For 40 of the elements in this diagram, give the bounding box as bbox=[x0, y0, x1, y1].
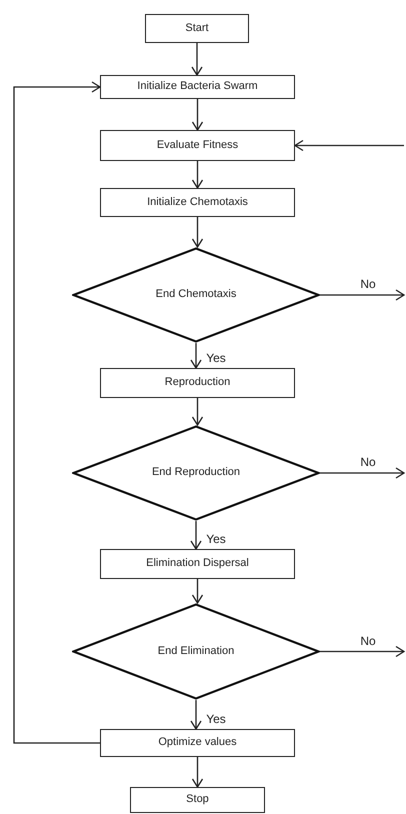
process-box bbox=[145, 14, 249, 43]
step-text: End Chemotaxis bbox=[156, 288, 236, 302]
step-text: Optimize values bbox=[158, 736, 237, 750]
arrow bbox=[190, 343, 202, 369]
step-text: Evaluate Fitness bbox=[156, 138, 238, 152]
arrow bbox=[190, 521, 202, 550]
arrow bbox=[192, 579, 204, 604]
edge-label: No bbox=[359, 634, 377, 646]
arrow bbox=[190, 700, 202, 730]
edge-label: Yes bbox=[205, 352, 227, 364]
step-text: Elimination Dispersal bbox=[146, 557, 249, 571]
arrow bbox=[191, 43, 203, 76]
step-text: Stop bbox=[186, 793, 209, 807]
edge-label: No bbox=[359, 278, 377, 290]
arrow bbox=[192, 217, 204, 248]
process-box bbox=[130, 787, 265, 813]
arrow bbox=[294, 140, 404, 152]
arrow bbox=[192, 398, 204, 426]
edge-label: Yes bbox=[205, 713, 227, 725]
process-box bbox=[100, 130, 295, 161]
process-box bbox=[100, 549, 295, 579]
step-text: End Reproduction bbox=[152, 466, 240, 480]
arrow bbox=[320, 646, 405, 658]
step-text: Reproduction bbox=[164, 376, 230, 390]
process-box bbox=[100, 368, 295, 398]
edge-label: No bbox=[359, 456, 377, 468]
step-text: End Elimination bbox=[158, 644, 234, 658]
step-text: Start bbox=[185, 22, 209, 36]
process-box bbox=[100, 75, 295, 99]
arrow bbox=[192, 757, 204, 788]
step-text: Initialize Chemotaxis bbox=[147, 196, 248, 210]
arrow bbox=[320, 289, 405, 301]
arrow bbox=[192, 99, 204, 131]
process-box bbox=[100, 188, 295, 217]
edge-label: Yes bbox=[205, 533, 227, 545]
arrow bbox=[13, 81, 101, 744]
arrow bbox=[192, 161, 204, 189]
step-text: Initialize Bacteria Swarm bbox=[137, 80, 258, 94]
process-box bbox=[100, 729, 295, 757]
arrow bbox=[320, 467, 405, 479]
